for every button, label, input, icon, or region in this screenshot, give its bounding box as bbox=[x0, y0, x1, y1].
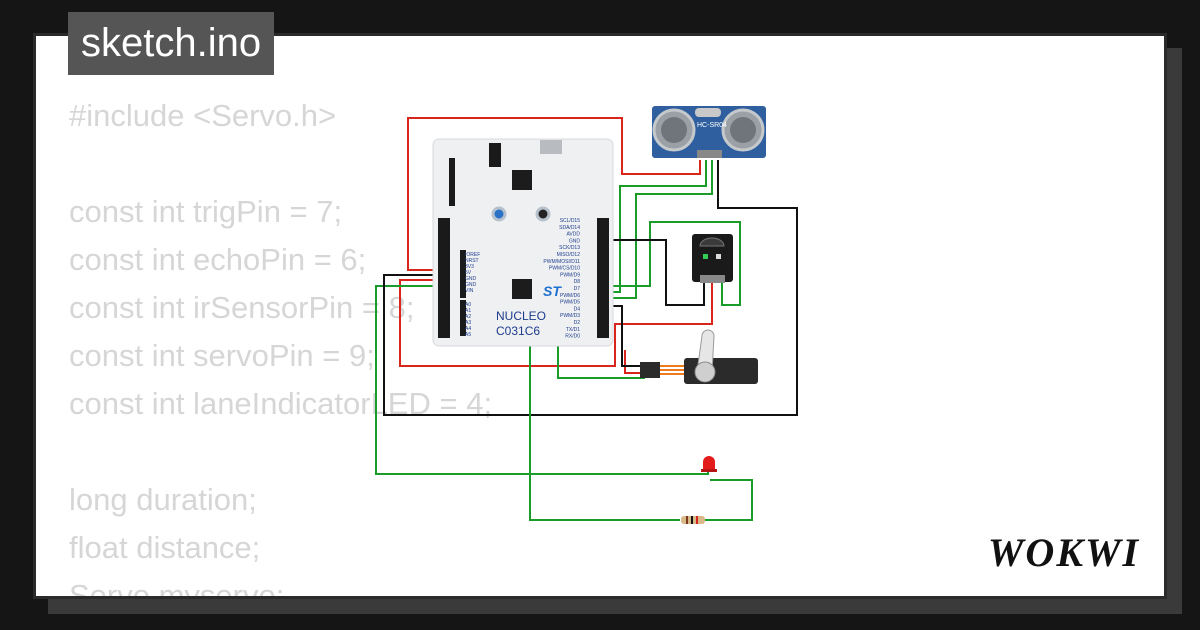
wire-green-trig bbox=[600, 160, 707, 293]
ir-sensor-led-b bbox=[716, 254, 721, 259]
ultrasonic-pins bbox=[697, 150, 722, 158]
pin-label: PWM/D6 bbox=[560, 293, 580, 299]
reset-button[interactable] bbox=[535, 206, 551, 222]
lane-indicator-led[interactable] bbox=[701, 456, 717, 472]
led-base bbox=[701, 469, 717, 472]
wire-green-led-resistor bbox=[705, 479, 753, 521]
right-morpho-header[interactable] bbox=[597, 218, 609, 338]
code-line: const int trigPin = 7; bbox=[69, 194, 343, 229]
pin-label: SCL/D15 bbox=[560, 218, 581, 224]
pin-label: VIN bbox=[465, 288, 474, 294]
wire-black-gnd-ir bbox=[544, 239, 705, 306]
pin-label: GND bbox=[465, 276, 477, 282]
wire-red-servo bbox=[624, 350, 645, 374]
ir-sensor-led-a bbox=[703, 254, 708, 259]
pin-label: PWM/D5 bbox=[560, 300, 580, 306]
board-name: NUCLEO bbox=[496, 309, 546, 323]
servo-connector bbox=[640, 362, 660, 378]
ultrasonic-label: HC-SR04 bbox=[697, 122, 727, 129]
resistor[interactable] bbox=[681, 516, 705, 524]
ultrasonic-transmitter-mesh bbox=[661, 117, 687, 143]
pin-label: GND bbox=[465, 282, 477, 288]
ultrasonic-crystal bbox=[695, 108, 721, 117]
pin-label: A0 bbox=[465, 302, 471, 308]
ir-sensor[interactable] bbox=[692, 234, 733, 283]
pin-label: 5V bbox=[465, 270, 472, 276]
pin-label: TX/D1 bbox=[566, 327, 580, 333]
top-header-right[interactable] bbox=[489, 143, 501, 167]
pin-label: SCK/D13 bbox=[559, 245, 580, 251]
pin-label: A2 bbox=[465, 314, 471, 320]
wire-black-gnd-ultrasonic bbox=[383, 160, 798, 416]
code-line: long duration; bbox=[69, 482, 257, 517]
code-line: float distance; bbox=[69, 530, 261, 565]
pin-label: D2 bbox=[574, 320, 581, 326]
st-logo: ST bbox=[543, 283, 562, 299]
usb-connector bbox=[540, 140, 562, 154]
pin-label: D8 bbox=[574, 279, 581, 285]
resistor-band-3 bbox=[696, 516, 698, 524]
resistor-band-2 bbox=[691, 516, 693, 524]
wire-green-echo bbox=[600, 160, 713, 299]
code-line: Servo myservo; bbox=[69, 578, 285, 599]
pin-label: PWM/CS/D10 bbox=[549, 266, 580, 272]
pin-label: GND bbox=[569, 238, 581, 244]
mcu-chip-top bbox=[512, 170, 532, 190]
code-line: const int echoPin = 6; bbox=[69, 242, 367, 277]
pin-headers bbox=[438, 143, 609, 338]
ultrasonic-sensor[interactable]: HC-SR04 bbox=[652, 106, 766, 158]
power-header[interactable] bbox=[460, 250, 466, 298]
pin-label: A3 bbox=[465, 320, 471, 326]
pin-label: 3V3 bbox=[465, 264, 474, 270]
pin-label: SDA/D14 bbox=[559, 225, 580, 231]
servo-shaft bbox=[694, 361, 716, 383]
ir-sensor-pins bbox=[700, 275, 725, 283]
board-outline bbox=[432, 138, 614, 347]
pin-label: NRST bbox=[465, 258, 479, 264]
pin-label: D7 bbox=[574, 286, 581, 292]
code-line: #include <Servo.h> bbox=[69, 98, 337, 133]
pin-label: A1 bbox=[465, 308, 471, 314]
servo-wires bbox=[660, 365, 686, 375]
code-line: const int servoPin = 9; bbox=[69, 338, 375, 373]
board-pin-labels: IOREFNRST3V35VGNDGNDVINA0A1A2A3A4A5SCL/D… bbox=[465, 218, 580, 340]
wire-red-5v-ir bbox=[399, 279, 713, 367]
ir-sensor-dome bbox=[699, 237, 725, 247]
led-dome bbox=[703, 456, 715, 470]
pin-label: PWM/D3 bbox=[560, 313, 580, 319]
analog-header[interactable] bbox=[460, 300, 466, 336]
pin-label: A4 bbox=[465, 326, 471, 332]
top-header-left[interactable] bbox=[449, 158, 455, 206]
pin-label: RX/D0 bbox=[565, 334, 580, 340]
pin-label: PWM/D9 bbox=[560, 272, 580, 278]
left-morpho-header[interactable] bbox=[438, 218, 450, 338]
wire-green-ir bbox=[600, 221, 741, 306]
pin-label: MISO/D12 bbox=[557, 252, 581, 258]
resistor-band-1 bbox=[686, 516, 688, 524]
ultrasonic-receiver-mesh bbox=[730, 117, 756, 143]
wokwi-logo: WOKWI bbox=[988, 530, 1140, 575]
mcu-chip-main bbox=[512, 279, 532, 299]
file-title: sketch.ino bbox=[68, 12, 275, 75]
servo-horn bbox=[696, 329, 715, 373]
wokwi-logo-text: WOKWI bbox=[988, 530, 1140, 575]
user-button[interactable] bbox=[491, 206, 507, 222]
pin-label: AVDD bbox=[566, 232, 580, 238]
pin-label: IOREF bbox=[465, 252, 480, 258]
pin-label: D4 bbox=[574, 306, 581, 312]
board-model: C031C6 bbox=[496, 324, 540, 338]
pin-label: PWM/MOSI/D11 bbox=[543, 259, 580, 265]
servo-motor[interactable] bbox=[640, 329, 758, 384]
nucleo-board[interactable]: NUCLEO C031C6 ST IOREFNRST3V35VGNDGNDVIN… bbox=[432, 138, 614, 347]
wire-red-5v-ultrasonic bbox=[407, 117, 701, 271]
pin-label: A5 bbox=[465, 332, 471, 338]
